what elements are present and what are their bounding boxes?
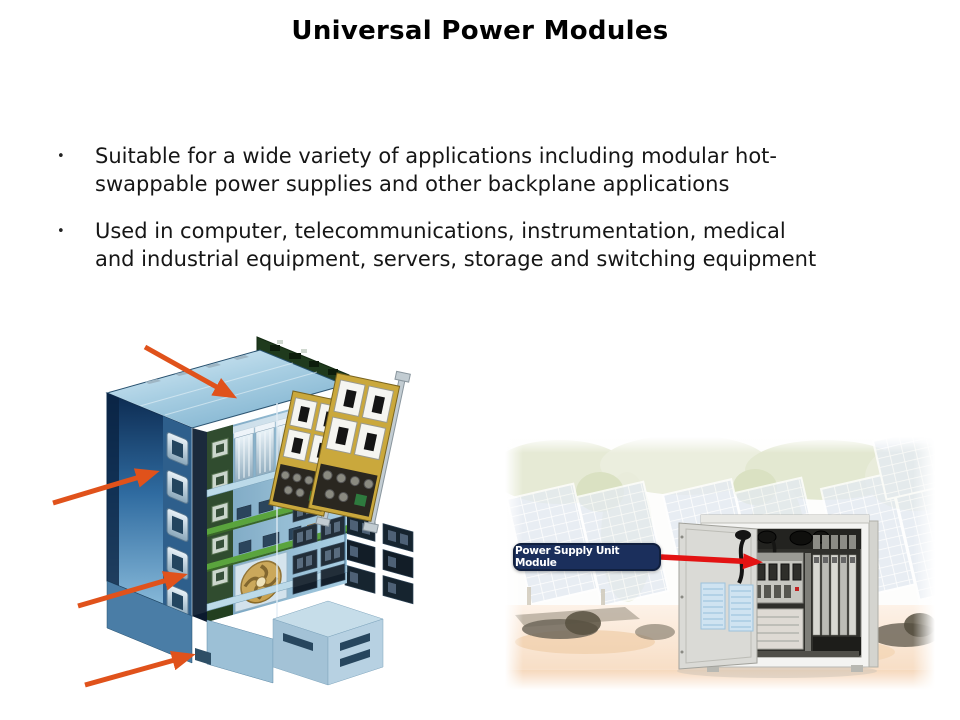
rear-module-stack — [344, 512, 414, 605]
power-module-cutaway-figure — [52, 336, 414, 688]
left-connector-column — [166, 432, 189, 618]
power-module-cards — [268, 370, 411, 534]
bullet-text: Suitable for a wide variety of applicati… — [95, 142, 777, 198]
chassis-arrow-middle — [77, 571, 188, 609]
chassis-arrow-left — [52, 468, 160, 506]
door-vent — [728, 584, 754, 632]
bullet-text: Used in computer, telecommunications, in… — [95, 217, 816, 273]
power-module-card — [307, 370, 411, 534]
chassis-left-face — [106, 392, 193, 618]
bullet-item: • Suitable for a wide variety of applica… — [57, 142, 917, 198]
chassis-arrow-top — [143, 344, 238, 399]
chassis-base — [106, 580, 384, 686]
page-title: Universal Power Modules — [291, 16, 669, 46]
card-cage — [812, 535, 857, 636]
bullet-line: and industrial equipment, servers, stora… — [95, 247, 817, 271]
psu-callout-label: Power Supply Unit Module — [513, 543, 661, 571]
bullet-line: swappable power supplies and other backp… — [95, 172, 730, 196]
bullet-item: • Used in computer, telecommunications, … — [57, 217, 917, 273]
bullet-line: Used in computer, telecommunications, in… — [95, 219, 786, 243]
door-vent — [700, 582, 726, 630]
rear-backplane-boards — [256, 336, 350, 390]
bullet-marker: • — [57, 149, 65, 164]
chassis-callout-arrows — [52, 344, 238, 688]
cut-edge-stripe — [192, 428, 207, 622]
chassis-arrow-bottom — [84, 650, 196, 688]
callout-arrow-layer — [660, 553, 763, 570]
bullet-line: Suitable for a wide variety of applicati… — [95, 144, 777, 168]
psu-callout-arrow — [660, 553, 763, 570]
solar-cabinet-figure: Power Supply Unit Module — [505, 437, 935, 690]
bullet-marker: • — [57, 224, 65, 239]
bullet-list: • Suitable for a wide variety of applica… — [57, 142, 917, 292]
